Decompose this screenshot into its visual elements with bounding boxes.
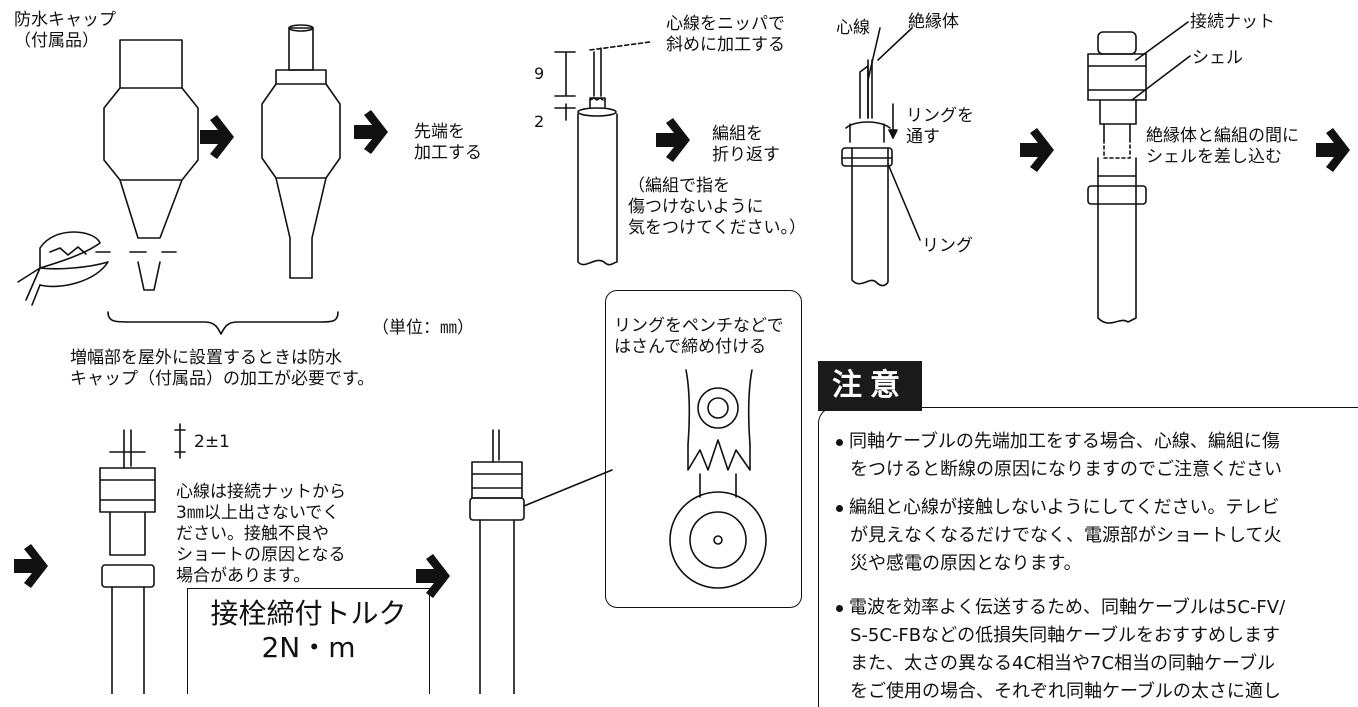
shell-insert-label: 絶縁体と編組の間に シェルを差し込む (1146, 126, 1299, 167)
ring-through-label: リングを 通す (906, 106, 974, 147)
tip-process-label: 先端を 加工する (414, 122, 482, 163)
unit-label: （単位：㎜） (372, 318, 474, 338)
arrow-right-icon (655, 117, 691, 163)
brace-mark (107, 311, 339, 335)
waterproof-cap-label: 防水キャップ （付属品） (14, 10, 116, 51)
connector-nut-label: 接続ナット (1190, 12, 1275, 32)
cable-ring-drawing (841, 27, 921, 287)
arrow-right-icon (1019, 127, 1055, 173)
caution-box (818, 407, 1358, 707)
cable-finished-drawing (469, 429, 613, 694)
braid-warning: （編組で指を 傷つけないように 気をつけてください。） (628, 176, 806, 238)
pliers-label: リングをペンチなどで はさんで締め付ける (614, 316, 784, 357)
core-wire-label: 心線 (836, 18, 870, 38)
nipper-icon (17, 231, 109, 306)
core-wire-note: 心線は接続ナットから 3㎜以上出さないでく ださい。接触不良や ショートの原因と… (176, 482, 346, 586)
arrow-right-icon (353, 109, 389, 155)
arrow-right-icon (1315, 127, 1351, 173)
braid-fold-label: 編組を 折り返す (712, 124, 780, 165)
waterproof-cap-note: 増幅部を屋外に設置するときは防水 キャップ（付属品）の加工が必要です。 (70, 348, 375, 389)
cable-connector-drawing (99, 423, 186, 694)
insulator-label: 絶縁体 (908, 12, 959, 32)
waterproof-cap-drawing (95, 39, 199, 291)
pliers-detail-drawing (669, 369, 767, 589)
caution-item: 編組と心線が接触しないようにしてください。テレビ が見えなくなるだけでなく、電源… (836, 494, 1281, 578)
bullet-icon (836, 604, 843, 612)
bullet-icon (836, 438, 843, 446)
capped-cable-drawing (261, 24, 341, 279)
cable-shell-drawing (1087, 21, 1191, 324)
shell-label: シェル (1192, 48, 1243, 68)
caution-title: 注意 (818, 361, 922, 411)
torque-title: 接栓締付トルク (210, 597, 407, 630)
caution-item: 同軸ケーブルの先端加工をする場合、心線、編組に傷 をつけると断線の原因になります… (836, 428, 1282, 484)
torque-box: 接栓締付トルク 2N・m (187, 588, 430, 694)
pliers-callout (605, 290, 802, 608)
arrow-right-icon (13, 543, 49, 589)
ring-label: リング (922, 236, 973, 256)
dimension-9: 9 (534, 64, 545, 83)
caution-item: 電波を効率よく伝送するため、同軸ケーブルは5C-FV/ S-5C-FBなどの低損… (836, 594, 1285, 706)
dimension-2pm1: 2±1 (194, 432, 230, 452)
torque-value: 2N・m (261, 631, 356, 664)
arrow-right-icon (199, 114, 235, 160)
dimension-2: 2 (534, 112, 545, 131)
cable-cut-drawing (554, 41, 651, 266)
bullet-icon (836, 504, 843, 512)
core-cut-label: 心線をニッパで 斜めに加工する (666, 14, 785, 55)
